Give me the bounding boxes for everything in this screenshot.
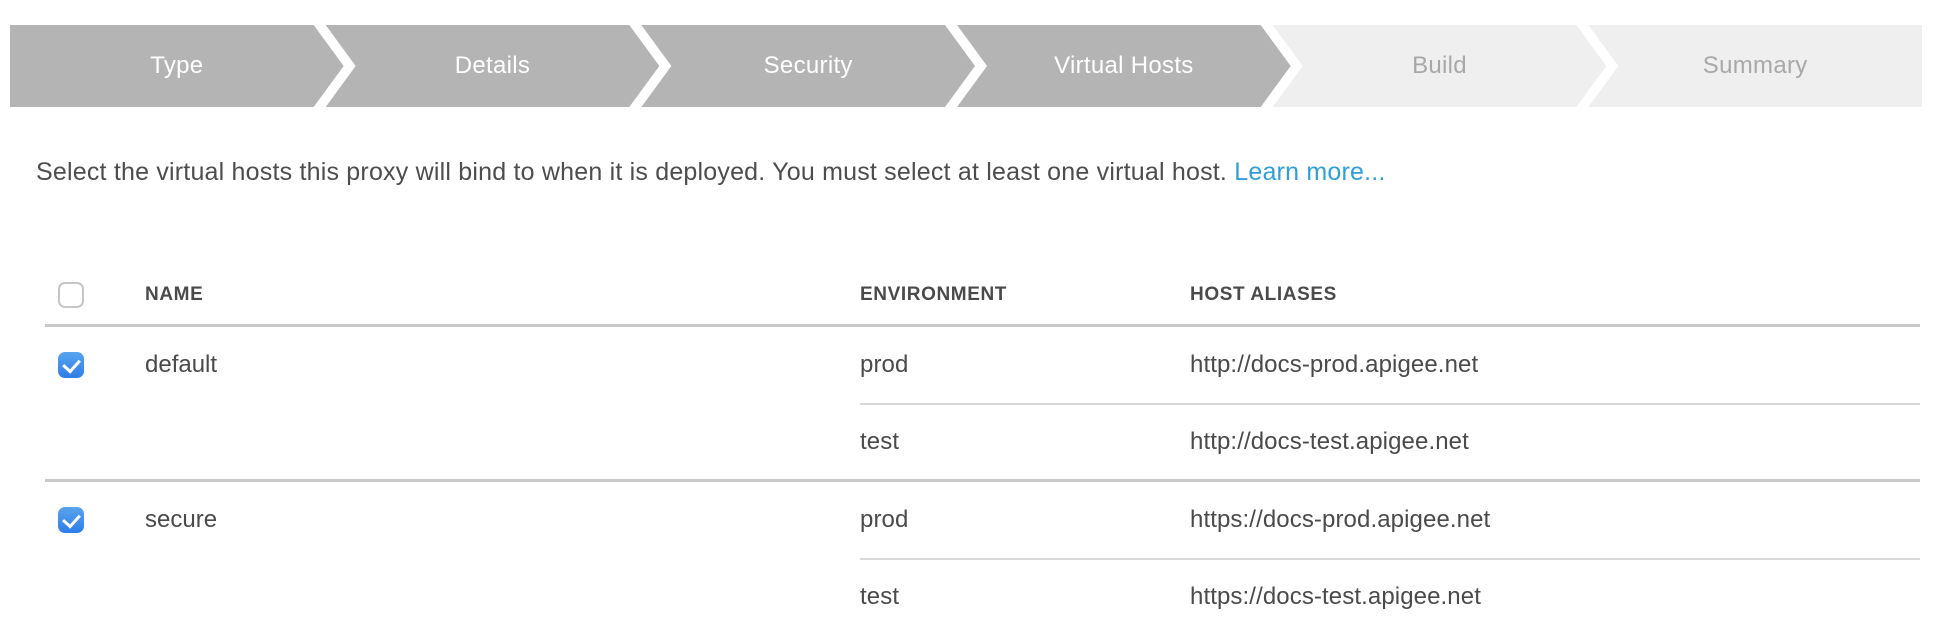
row-name: secure	[145, 506, 218, 533]
column-header-name: NAME	[145, 283, 204, 305]
table-row: secure prod https://docs-prod.apigee.net…	[45, 482, 1920, 634]
row-checkbox-default[interactable]	[58, 352, 84, 378]
header-checkbox-cell	[45, 262, 145, 327]
virtual-hosts-table: NAME ENVIRONMENT HOST ALIASES default pr…	[45, 262, 1920, 634]
environment-value: test	[860, 583, 900, 610]
environment-sub-rows: prod http://docs-prod.apigee.net test ht…	[860, 327, 1920, 479]
learn-more-link[interactable]: Learn more...	[1234, 158, 1386, 186]
environment-row: test http://docs-test.apigee.net	[860, 403, 1920, 479]
row-checkbox-cell	[45, 482, 145, 558]
environment-value: prod	[860, 351, 909, 378]
table-row: default prod http://docs-prod.apigee.net…	[45, 327, 1920, 482]
step-details[interactable]: Details	[326, 25, 660, 107]
environment-row: prod http://docs-prod.apigee.net	[860, 327, 1920, 403]
environment-sub-rows: prod https://docs-prod.apigee.net test h…	[860, 482, 1920, 634]
environment-value: test	[860, 428, 900, 455]
instruction-text: Select the virtual hosts this proxy will…	[36, 158, 1916, 187]
step-summary: Summary	[1588, 25, 1923, 107]
environment-row: prod https://docs-prod.apigee.net	[860, 482, 1920, 558]
host-alias-value: https://docs-prod.apigee.net	[1190, 506, 1491, 533]
step-type[interactable]: Type	[10, 25, 344, 107]
wizard-stepper: Type Details Security Virtual Hosts Buil…	[10, 25, 1923, 107]
column-header-environment: ENVIRONMENT	[860, 283, 1007, 305]
host-alias-value: http://docs-prod.apigee.net	[1190, 351, 1479, 378]
table-header-row: NAME ENVIRONMENT HOST ALIASES	[45, 262, 1920, 327]
environment-row: test https://docs-test.apigee.net	[860, 558, 1920, 634]
environment-value: prod	[860, 506, 909, 533]
column-header-host-aliases: HOST ALIASES	[1190, 283, 1337, 305]
instruction-sentence: Select the virtual hosts this proxy will…	[36, 158, 1228, 186]
host-alias-value: http://docs-test.apigee.net	[1190, 428, 1469, 455]
select-all-checkbox[interactable]	[58, 281, 84, 308]
row-checkbox-cell	[45, 327, 145, 403]
step-build: Build	[1273, 25, 1607, 107]
row-checkbox-secure[interactable]	[58, 507, 84, 533]
row-name: default	[145, 351, 218, 378]
step-security[interactable]: Security	[641, 25, 975, 107]
step-virtual-hosts[interactable]: Virtual Hosts	[957, 25, 1291, 107]
host-alias-value: https://docs-test.apigee.net	[1190, 583, 1481, 610]
